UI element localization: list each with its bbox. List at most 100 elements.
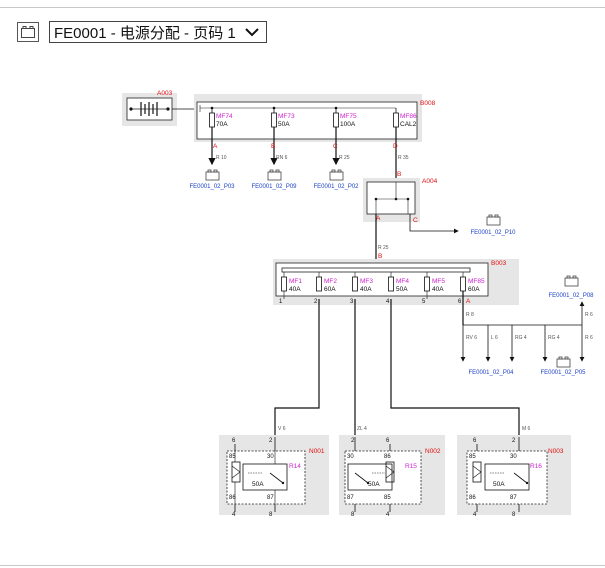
b003-fuses: MF1 40A 1 MF2 60A 2 MF3 40A 3 MF4 50A 4 … bbox=[279, 276, 485, 305]
link-fe0001-02-p02[interactable]: FE0001_02_P02 bbox=[313, 184, 359, 190]
svg-text:A: A bbox=[376, 215, 381, 222]
svg-text:RN 6: RN 6 bbox=[276, 155, 288, 161]
svg-text:30: 30 bbox=[267, 454, 274, 460]
top-divider bbox=[0, 7, 605, 8]
svg-text:R 6: R 6 bbox=[585, 335, 593, 341]
bottom-divider bbox=[0, 565, 605, 566]
svg-text:B: B bbox=[397, 171, 401, 178]
svg-text:2: 2 bbox=[269, 438, 273, 444]
svg-text:2: 2 bbox=[512, 438, 516, 444]
svg-text:CAL2: CAL2 bbox=[400, 121, 417, 128]
svg-text:85: 85 bbox=[384, 495, 391, 501]
svg-text:4: 4 bbox=[232, 512, 236, 518]
svg-text:86: 86 bbox=[229, 495, 236, 501]
p04-branches: RV 6 L 6 RG 4 FE0001_02_P04 bbox=[460, 325, 527, 376]
svg-text:R16: R16 bbox=[530, 463, 542, 470]
svg-text:50A: 50A bbox=[368, 481, 380, 488]
svg-text:2: 2 bbox=[351, 438, 355, 444]
svg-text:50A: 50A bbox=[278, 121, 290, 128]
svg-text:60A: 60A bbox=[468, 286, 480, 293]
svg-text:60A: 60A bbox=[324, 286, 336, 293]
svg-text:R 10: R 10 bbox=[216, 155, 227, 161]
svg-text:6: 6 bbox=[458, 299, 462, 305]
svg-text:50A: 50A bbox=[252, 481, 264, 488]
svg-text:C: C bbox=[333, 143, 338, 150]
svg-text:30: 30 bbox=[510, 454, 517, 460]
svg-text:87: 87 bbox=[267, 495, 274, 501]
svg-text:C: C bbox=[413, 217, 418, 224]
link-fe0001-02-p04[interactable]: FE0001_02_P04 bbox=[468, 370, 514, 376]
svg-text:100A: 100A bbox=[340, 121, 356, 128]
link-fe0001-02-p09[interactable]: FE0001_02_P09 bbox=[251, 184, 297, 190]
svg-text:R 25: R 25 bbox=[339, 155, 350, 161]
svg-text:A: A bbox=[213, 143, 218, 150]
component-a004: A004 B A C bbox=[363, 171, 438, 224]
svg-text:6: 6 bbox=[232, 438, 236, 444]
svg-text:1: 1 bbox=[279, 299, 283, 305]
svg-text:8: 8 bbox=[351, 512, 355, 518]
svg-text:70A: 70A bbox=[216, 121, 228, 128]
svg-text:50A: 50A bbox=[493, 481, 505, 488]
link-fe0001-02-p05[interactable]: FE0001_02_P05 bbox=[540, 370, 586, 376]
svg-text:MF5: MF5 bbox=[432, 278, 445, 285]
svg-text:50A: 50A bbox=[396, 286, 408, 293]
svg-text:L 6: L 6 bbox=[491, 335, 498, 341]
svg-text:RV 6: RV 6 bbox=[466, 335, 477, 341]
svg-text:MF74: MF74 bbox=[216, 113, 233, 120]
link-fe0001-02-p08[interactable]: FE0001_02_P08 bbox=[548, 293, 594, 299]
svg-text:MF4: MF4 bbox=[396, 278, 409, 285]
svg-text:RG 4: RG 4 bbox=[548, 335, 560, 341]
label-a004: A004 bbox=[422, 178, 438, 185]
svg-text:MF75: MF75 bbox=[340, 113, 357, 120]
svg-text:4: 4 bbox=[473, 512, 477, 518]
svg-text:R 8: R 8 bbox=[466, 312, 474, 318]
svg-text:R 35: R 35 bbox=[398, 155, 409, 161]
svg-text:8: 8 bbox=[269, 512, 273, 518]
chevron-down-icon bbox=[245, 28, 259, 37]
svg-text:85: 85 bbox=[469, 454, 476, 460]
component-b008: B008 bbox=[194, 94, 436, 142]
svg-text:40A: 40A bbox=[432, 286, 444, 293]
relay-n001: N001 6 2 85 30 86 87 50A R14 4 8 bbox=[219, 435, 329, 518]
label-n003: N003 bbox=[548, 448, 564, 455]
link-fe0001-02-p10[interactable]: FE0001_02_P10 bbox=[470, 230, 516, 236]
svg-text:ZL 4: ZL 4 bbox=[357, 426, 367, 432]
svg-text:4: 4 bbox=[386, 512, 390, 518]
page-select[interactable]: FE0001 - 电源分配 - 页码 1 bbox=[49, 21, 267, 43]
label-n002: N002 bbox=[425, 448, 441, 455]
svg-text:6: 6 bbox=[386, 438, 390, 444]
svg-text:MF3: MF3 bbox=[360, 278, 373, 285]
svg-text:30: 30 bbox=[347, 454, 354, 460]
wires-b003-relays: V 6 ZL 4 M 6 bbox=[274, 299, 531, 437]
svg-text:40A: 40A bbox=[289, 286, 301, 293]
p05-branches: RG 4 R 6 FE0001_02_P05 bbox=[540, 325, 593, 376]
svg-text:3: 3 bbox=[350, 299, 354, 305]
svg-text:MF2: MF2 bbox=[324, 278, 337, 285]
svg-text:B: B bbox=[271, 143, 275, 150]
svg-text:87: 87 bbox=[347, 495, 354, 501]
svg-text:85: 85 bbox=[229, 454, 236, 460]
component-a003: A003 bbox=[122, 90, 177, 126]
svg-text:D: D bbox=[393, 143, 398, 150]
link-fe0001-02-p03[interactable]: FE0001_02_P03 bbox=[189, 184, 235, 190]
label-a003: A003 bbox=[157, 90, 173, 97]
b008-fuse-mf74: MF74 70A A R 10 FE0001_02_P03 bbox=[189, 108, 235, 190]
svg-text:5: 5 bbox=[422, 299, 426, 305]
svg-text:V 6: V 6 bbox=[278, 426, 286, 432]
svg-text:86: 86 bbox=[384, 454, 391, 460]
wire-a004-p10 bbox=[409, 214, 459, 234]
battery-icon[interactable] bbox=[17, 22, 39, 42]
svg-text:MF1: MF1 bbox=[289, 278, 302, 285]
svg-text:R15: R15 bbox=[405, 463, 417, 470]
svg-text:40A: 40A bbox=[360, 286, 372, 293]
svg-text:MF85: MF85 bbox=[468, 278, 485, 285]
component-b003: B003 bbox=[273, 259, 519, 305]
svg-text:2: 2 bbox=[314, 299, 318, 305]
page-select-label: FE0001 - 电源分配 - 页码 1 bbox=[54, 24, 236, 42]
label-b003: B003 bbox=[491, 260, 507, 267]
svg-text:A: A bbox=[466, 298, 471, 305]
p08-branch: R 6 FE0001_02_P08 bbox=[548, 275, 594, 325]
toolbar: FE0001 - 电源分配 - 页码 1 bbox=[17, 20, 267, 44]
b008-fuse-mf73: MF73 50A B RN 6 FE0001_02_P09 bbox=[251, 108, 297, 190]
svg-text:86: 86 bbox=[469, 495, 476, 501]
